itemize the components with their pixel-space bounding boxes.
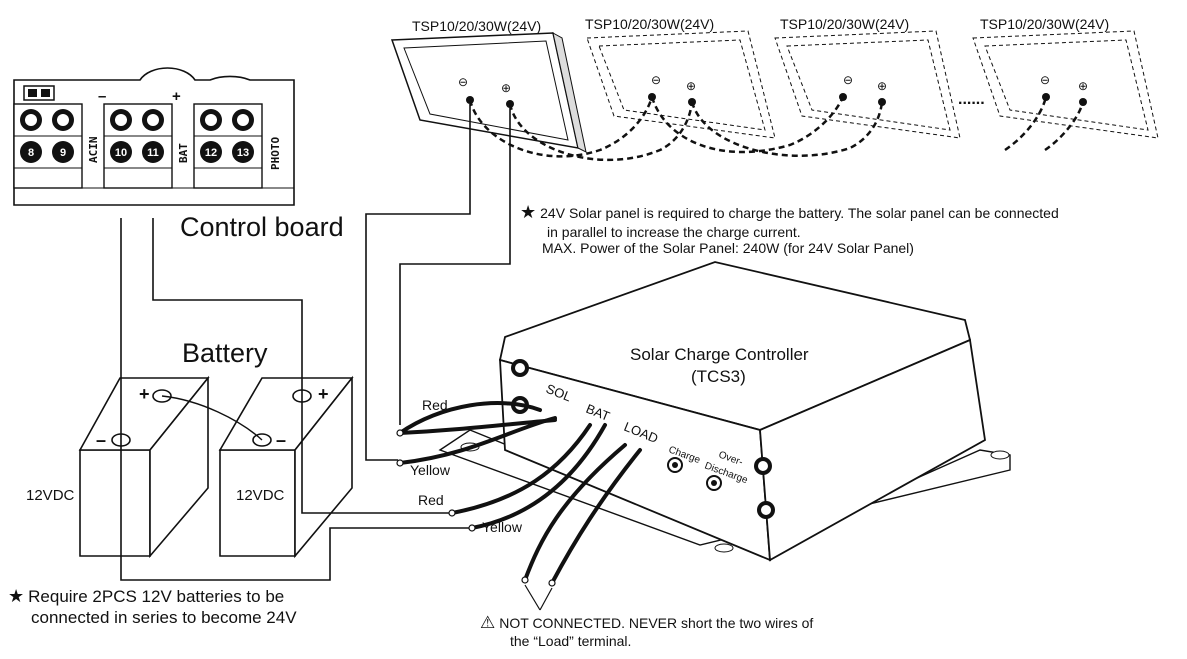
connection-lines [120,104,511,581]
star-icon: ★ [8,586,25,606]
panel-4-plus: ⊕ [1078,79,1088,93]
load-warning-arrows [524,584,553,611]
star-icon: ★ [520,202,537,222]
terminal-8: 8 [28,147,34,159]
wire-yellow-battery: Yellow [482,519,523,535]
load-note: ⚠NOT CONNECTED. NEVER short the two wire… [480,613,920,650]
panel-3-minus: ⊖ [843,73,853,87]
label-photo: PHOTO [269,137,282,170]
board-minus: – [98,88,106,105]
controller-model: (TCS3) [691,367,746,386]
terminal-11: 11 [147,147,159,159]
board-plus: + [172,88,181,105]
warning-icon: ⚠ [480,613,496,632]
terminal-9: 9 [60,147,66,159]
panel-3-label: TSP10/20/30W(24V) [780,16,909,32]
solar-note-line3: MAX. Power of the Solar Panel: 240W (for… [542,240,914,257]
control-board: 8 9 10 11 12 13 ACIN BAT PHOTO – + [13,67,295,206]
solar-note-line2: in parallel to increase the charge curre… [547,223,801,240]
panel-4-label: TSP10/20/30W(24V) [980,16,1109,32]
panel-4-minus: ⊖ [1040,73,1050,87]
panel-2-plus: ⊕ [686,79,696,93]
battery-2: + – 12VDC [218,375,354,559]
battery-1-plus: + [139,384,150,404]
panel-1-minus: ⊖ [458,75,468,89]
controller-cables [398,401,642,585]
wire-red-battery: Red [418,492,444,508]
panel-terminal-dots [466,93,1087,108]
cable-ends [396,429,556,587]
battery-note-line1: Require 2PCS 12V batteries to be [28,587,285,606]
label-bat: BAT [177,143,190,163]
solar-panel-1: TSP10/20/30W(24V) ⊖ ⊕ [390,18,587,153]
solar-note: ★24V Solar panel is required to charge t… [520,202,1180,257]
battery-1-minus: – [96,430,106,450]
parallel-wires [468,96,1085,162]
panel-3-plus: ⊕ [877,79,887,93]
battery-note-line2: connected in series to become 24V [31,607,297,627]
load-note-line1: NOT CONNECTED. NEVER short the two wires… [499,615,814,631]
solar-panel-4: TSP10/20/30W(24V) ⊖ ⊕ [972,16,1159,139]
terminal-12: 12 [205,147,217,159]
wire-red-solar: Red [422,397,448,413]
battery-2-label: 12VDC [236,487,285,504]
battery-note: ★Require 2PCS 12V batteries to be connec… [8,586,388,628]
battery-2-minus: – [276,430,286,450]
panels-ellipsis: ...... [958,91,985,108]
charge-controller [438,261,1011,562]
battery-1-label: 12VDC [26,487,75,504]
panel-1-label: TSP10/20/30W(24V) [412,18,541,34]
load-note-line2: the “Load” terminal. [510,633,632,650]
series-link-wire [161,395,263,441]
battery-2-plus: + [318,384,329,404]
solar-panel-3: TSP10/20/30W(24V) ⊖ ⊕ [774,16,961,139]
control-board-title: Control board [180,212,344,242]
panel-2-minus: ⊖ [651,73,661,87]
solar-note-line1: 24V Solar panel is required to charge th… [540,205,1059,221]
wire-yellow-solar: Yellow [410,462,451,478]
terminal-10: 10 [115,147,127,159]
panel-2-label: TSP10/20/30W(24V) [585,16,714,32]
controller-title: Solar Charge Controller [630,345,809,364]
battery-1: + – 12VDC [26,375,210,559]
terminal-13: 13 [237,147,249,159]
panel-1-plus: ⊕ [501,81,511,95]
label-acin: ACIN [87,137,100,164]
battery-title: Battery [182,338,268,368]
solar-panel-2: TSP10/20/30W(24V) ⊖ ⊕ [585,16,776,139]
